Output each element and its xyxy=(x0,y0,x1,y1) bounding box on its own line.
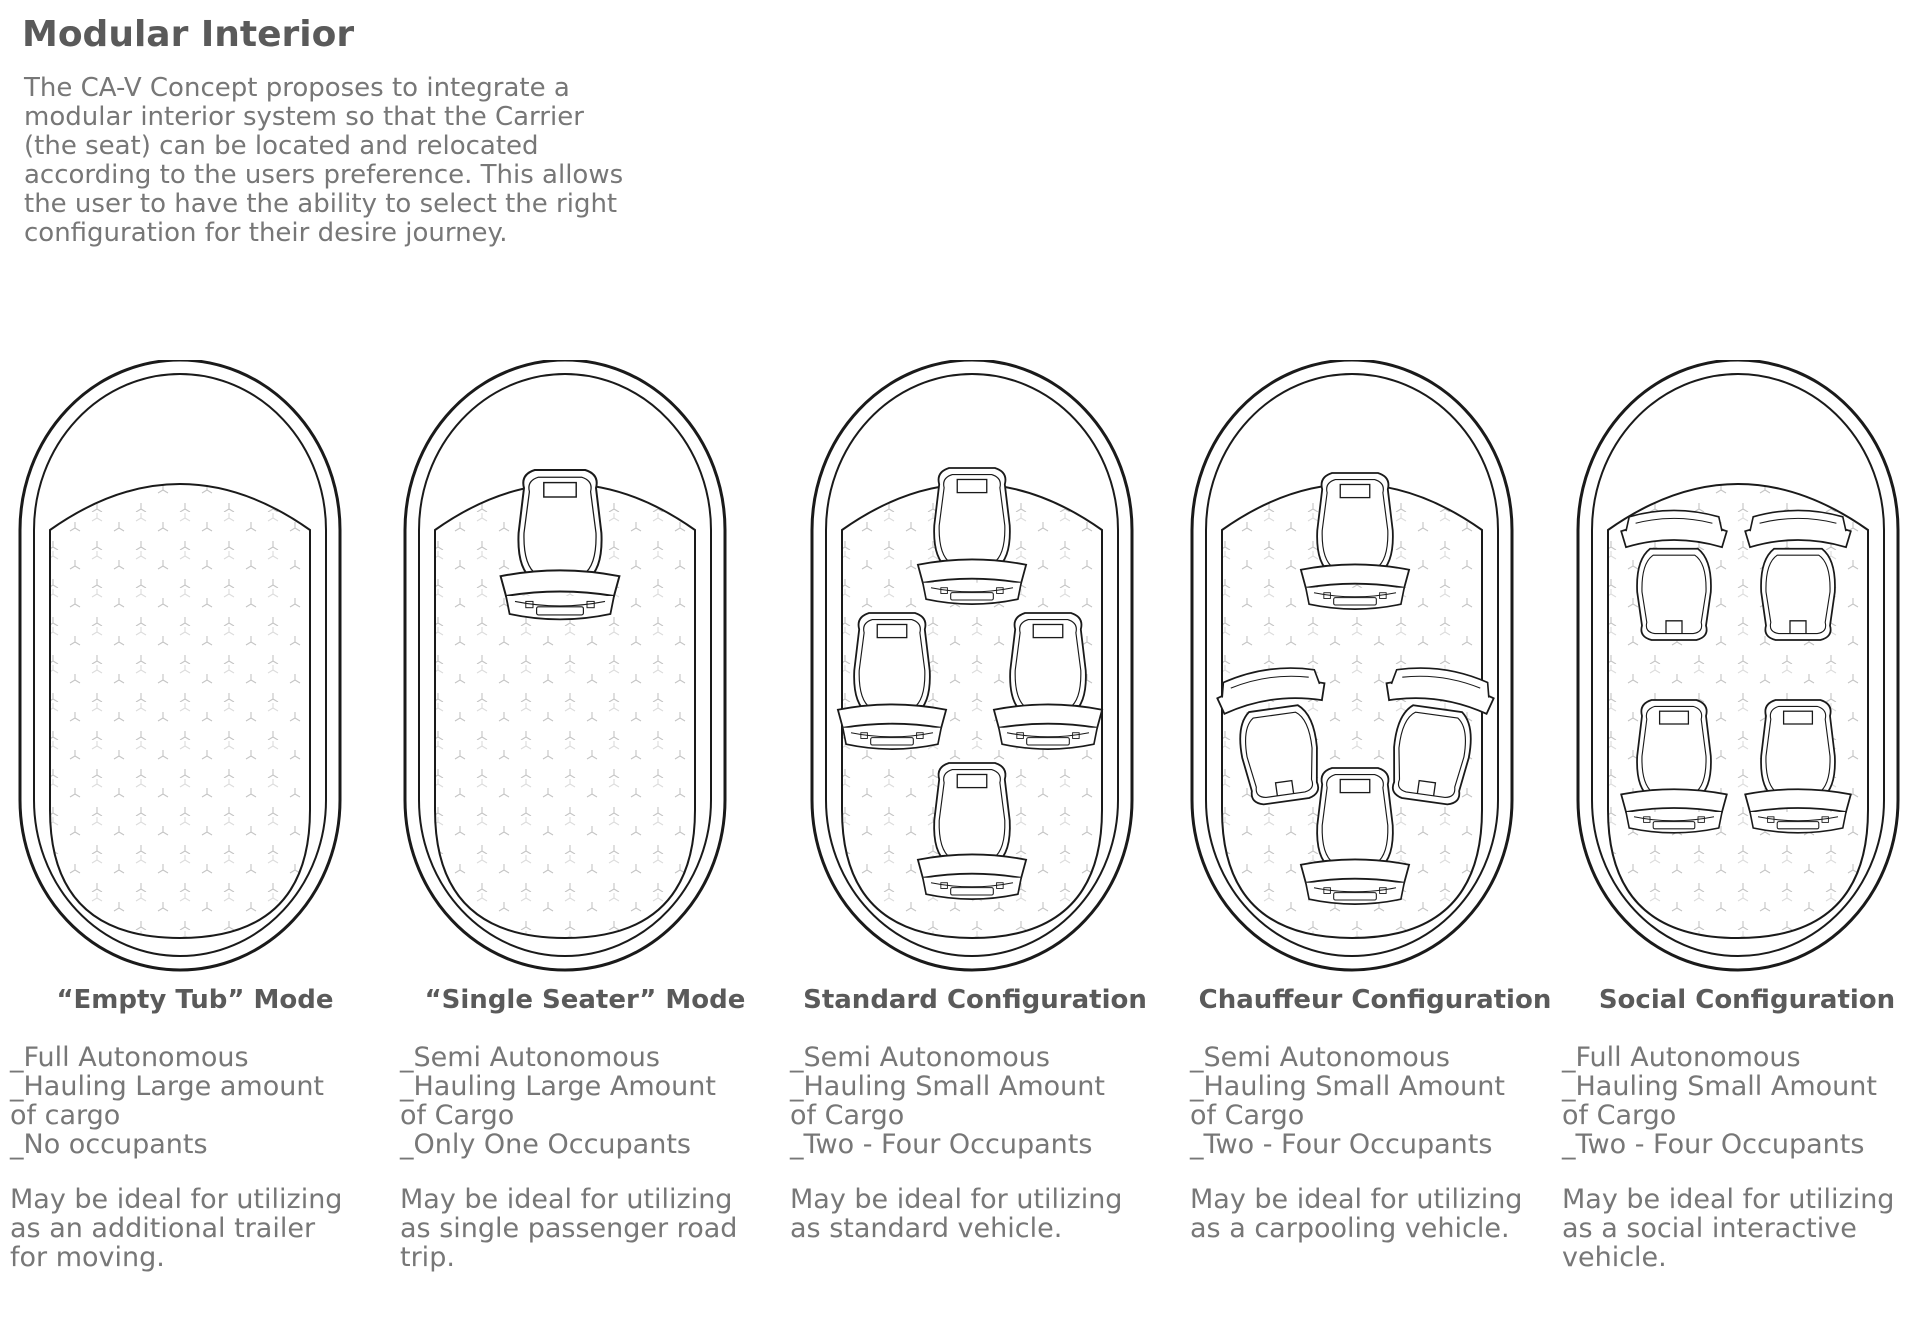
config-title: “Empty Tub” Mode xyxy=(56,985,334,1015)
config-chauffeur: Chauffeur Configuration _Semi Autonomous… xyxy=(1190,985,1560,1243)
tub-diagrams xyxy=(18,360,1900,972)
config-description: May be ideal for utilizing as an additio… xyxy=(10,1184,343,1273)
page-title: Modular Interior xyxy=(22,14,355,55)
config-features: _Semi Autonomous _Hauling Small Amount o… xyxy=(1190,1042,1505,1160)
config-features: _Full Autonomous _Hauling Large amount o… xyxy=(10,1042,325,1160)
intro-paragraph: The CA-V Concept proposes to integrate a… xyxy=(24,73,624,248)
config-description: May be ideal for utilizing as standard v… xyxy=(790,1184,1123,1244)
config-features: _Full Autonomous _Hauling Small Amount o… xyxy=(1562,1042,1877,1160)
config-description: May be ideal for utilizing as single pas… xyxy=(400,1184,738,1273)
tub-single-seater xyxy=(403,360,727,972)
tub-standard xyxy=(810,360,1134,972)
config-single-seater: “Single Seater” Mode _Semi Autonomous _H… xyxy=(400,985,770,1272)
config-title: Social Configuration xyxy=(1598,985,1896,1015)
config-standard: Standard Configuration _Semi Autonomous … xyxy=(790,985,1160,1243)
config-empty-tub: “Empty Tub” Mode _Full Autonomous _Hauli… xyxy=(10,985,380,1272)
config-social: Social Configuration _Full Autonomous _H… xyxy=(1562,985,1920,1272)
config-title: Chauffeur Configuration xyxy=(1198,985,1552,1015)
config-title: Standard Configuration xyxy=(803,985,1147,1015)
config-features: _Semi Autonomous _Hauling Large Amount o… xyxy=(400,1042,716,1160)
config-description: May be ideal for utilizing as a social i… xyxy=(1562,1184,1895,1273)
tub-empty xyxy=(18,360,342,972)
tub-social xyxy=(1576,360,1900,972)
config-title: “Single Seater” Mode xyxy=(424,985,746,1015)
config-description: May be ideal for utilizing as a carpooli… xyxy=(1190,1184,1523,1244)
tub-chauffeur xyxy=(1190,360,1514,972)
config-features: _Semi Autonomous _Hauling Small Amount o… xyxy=(790,1042,1105,1160)
